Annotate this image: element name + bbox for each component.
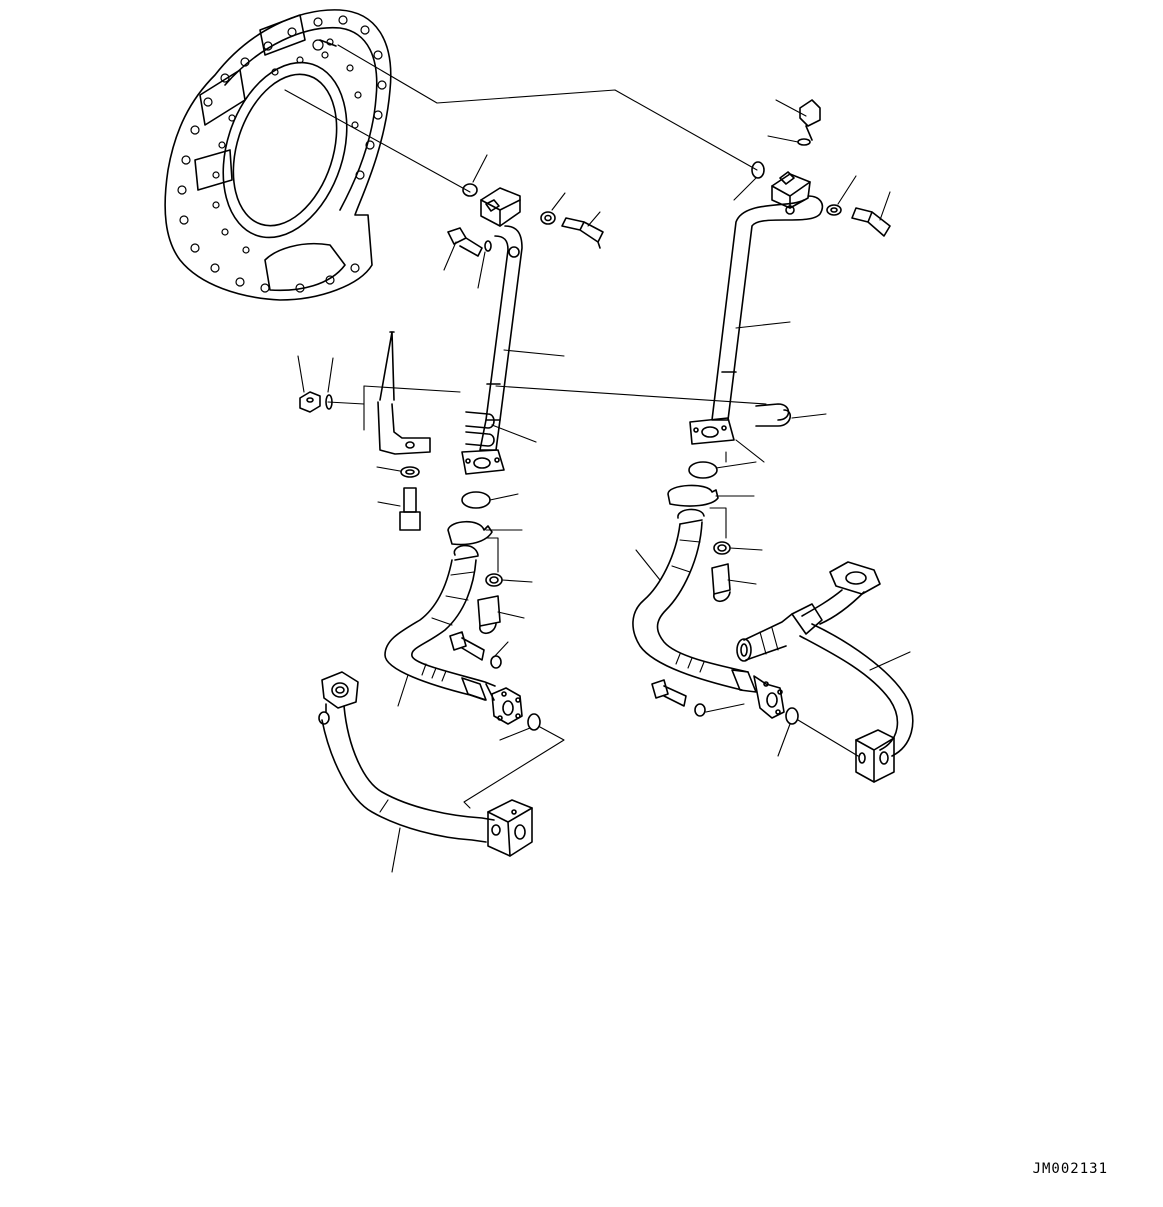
o-ring-right-hose-end <box>785 707 799 725</box>
right-steel-tube <box>495 195 824 445</box>
bolt-left-hose <box>449 631 485 661</box>
reference-code: JM002131 <box>1032 1161 1108 1177</box>
bolt-left-top <box>561 217 604 249</box>
o-ring-small-left <box>484 240 492 252</box>
left-hose-end-fittings <box>449 631 565 809</box>
washer-left-mid <box>325 394 333 410</box>
bracket <box>327 331 461 455</box>
bolt-right-top <box>799 99 821 141</box>
right-u-bolt <box>755 403 827 427</box>
left-nut-and-washer <box>297 355 334 413</box>
right-lower-tee-tube <box>736 561 914 783</box>
right-hose <box>632 508 785 719</box>
split-flange-right <box>667 484 719 507</box>
o-ring-left-mid <box>461 491 491 509</box>
o-ring-right-top <box>751 161 765 179</box>
left-tube-top-fittings <box>443 154 604 289</box>
right-lower-seal-and-clamp <box>667 461 763 603</box>
o-ring-left-hose-end <box>527 713 541 731</box>
o-ring-left-top <box>462 183 478 197</box>
washer-right-top <box>826 204 842 216</box>
nut-left <box>299 391 321 413</box>
bolt-right-hose <box>651 679 687 707</box>
split-flange-left <box>447 520 493 546</box>
left-bolt-washer-below-bracket <box>376 466 421 531</box>
left-u-bolt <box>465 411 537 447</box>
bolt-right-side <box>851 207 891 237</box>
left-steel-tube <box>461 225 565 475</box>
washer-left-top <box>540 211 556 225</box>
transmission-housing <box>164 9 392 301</box>
callout-leaders <box>725 439 765 463</box>
left-hose <box>384 544 523 725</box>
right-hose-end-fittings <box>651 679 859 757</box>
left-lower-seal-and-clamp <box>447 491 533 635</box>
left-lower-tube <box>318 671 533 873</box>
right-tube-top-fittings <box>733 99 891 237</box>
housing-leader-lines <box>284 44 758 193</box>
bolt-left-small <box>447 227 483 257</box>
o-ring-right-mid <box>688 461 718 479</box>
